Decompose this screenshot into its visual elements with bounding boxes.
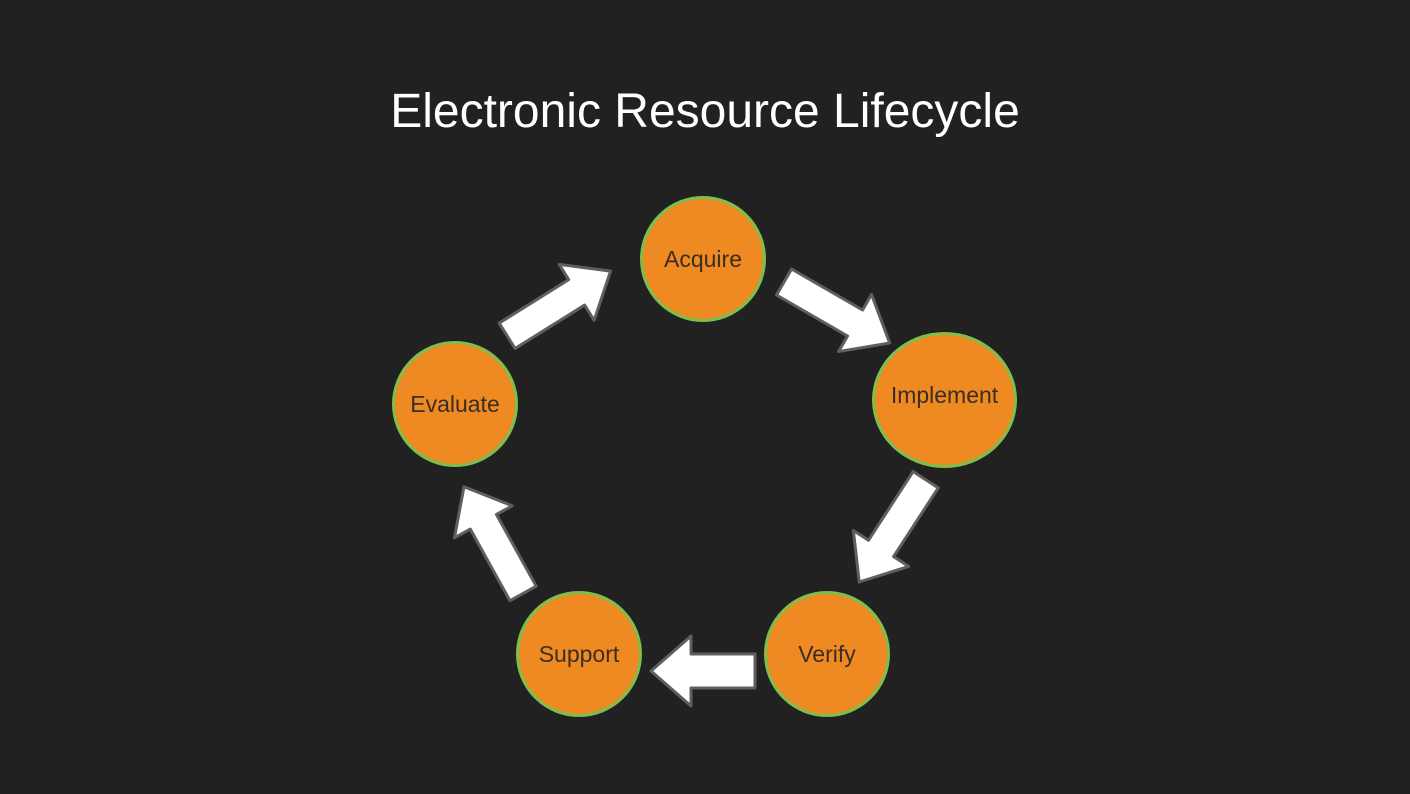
arrow-acquire-to-implement bbox=[775, 267, 892, 354]
arrow-support-to-evaluate bbox=[452, 485, 538, 603]
stage-implement: Implement bbox=[872, 332, 1017, 468]
arrow-verify-to-support bbox=[649, 634, 757, 708]
stage-evaluate: Evaluate bbox=[392, 341, 518, 467]
stage-acquire-label: Acquire bbox=[664, 245, 742, 272]
arrow-evaluate-to-acquire bbox=[497, 262, 613, 351]
stage-support-label: Support bbox=[538, 640, 620, 667]
slide-title: Electronic Resource Lifecycle bbox=[390, 85, 1020, 138]
stage-support: Support bbox=[516, 591, 642, 717]
stage-verify: Verify bbox=[764, 591, 890, 717]
stage-verify-label: Verify bbox=[798, 640, 856, 667]
stage-evaluate-label: Evaluate bbox=[410, 390, 500, 417]
stage-acquire: Acquire bbox=[640, 196, 766, 322]
stage-implement-label: Implement bbox=[890, 381, 999, 408]
arrow-implement-to-verify bbox=[851, 470, 940, 584]
